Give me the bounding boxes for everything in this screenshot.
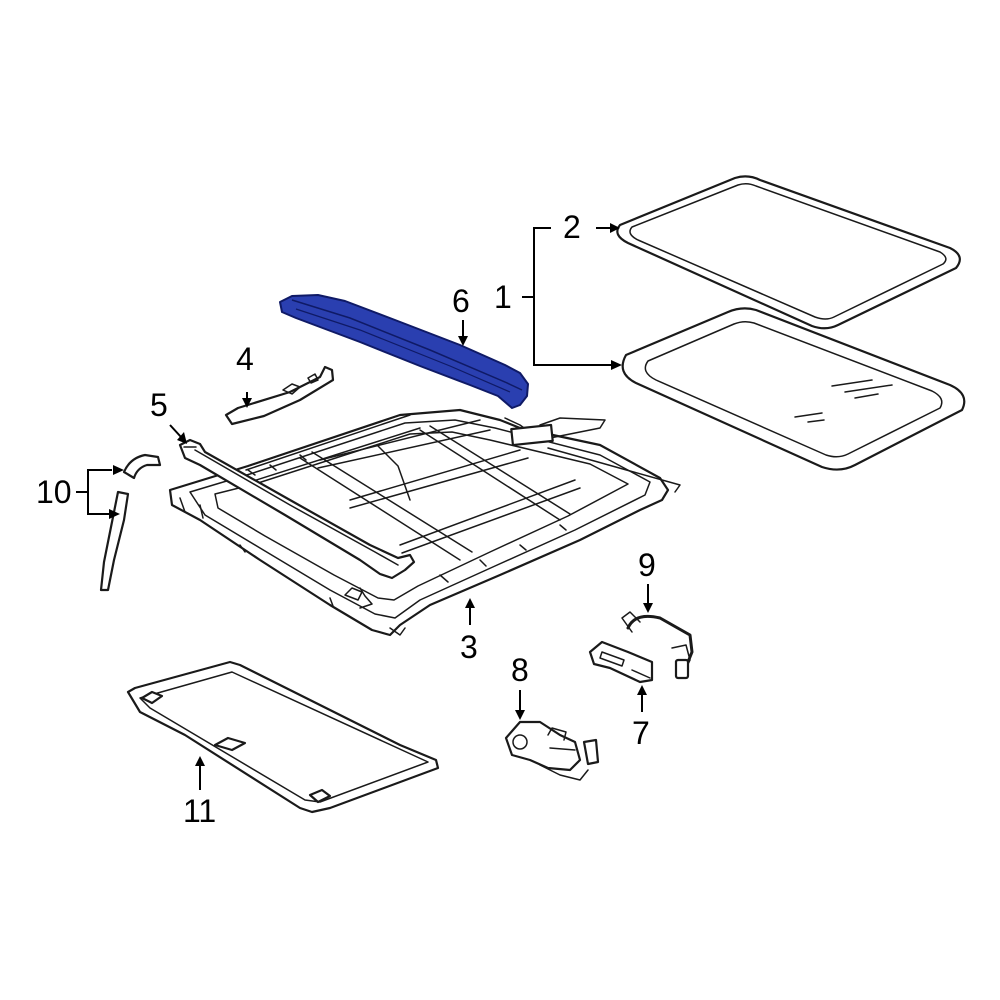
callout-10: 10 <box>36 474 72 510</box>
callout-5: 5 <box>150 387 168 423</box>
part-4-bracket[interactable] <box>224 365 335 426</box>
callout-3: 3 <box>460 629 478 665</box>
callout-7: 7 <box>632 715 650 751</box>
part-2-seal[interactable] <box>616 175 961 330</box>
callout-labels: 1 2 3 4 5 6 7 8 9 10 11 <box>36 209 656 829</box>
part-7-switch-bracket[interactable] <box>588 640 654 684</box>
part-3-frame[interactable] <box>168 408 681 637</box>
part-9-cable[interactable] <box>621 611 694 680</box>
callout-8: 8 <box>511 652 529 688</box>
leader-lines <box>76 223 653 790</box>
part-11-sunshade[interactable] <box>126 660 440 814</box>
part-10-drain-hoses[interactable] <box>99 453 162 592</box>
part-5-guide-rail[interactable] <box>178 438 416 580</box>
callout-6: 6 <box>452 283 470 319</box>
callout-4: 4 <box>236 341 254 377</box>
callout-2: 2 <box>563 209 581 245</box>
part-1-glass-panel[interactable] <box>621 307 966 471</box>
callout-11: 11 <box>183 793 216 829</box>
callout-9: 9 <box>638 547 656 583</box>
part-6-front-rail[interactable] <box>279 294 529 409</box>
callout-1: 1 <box>494 279 512 315</box>
part-8-motor[interactable] <box>504 720 600 781</box>
